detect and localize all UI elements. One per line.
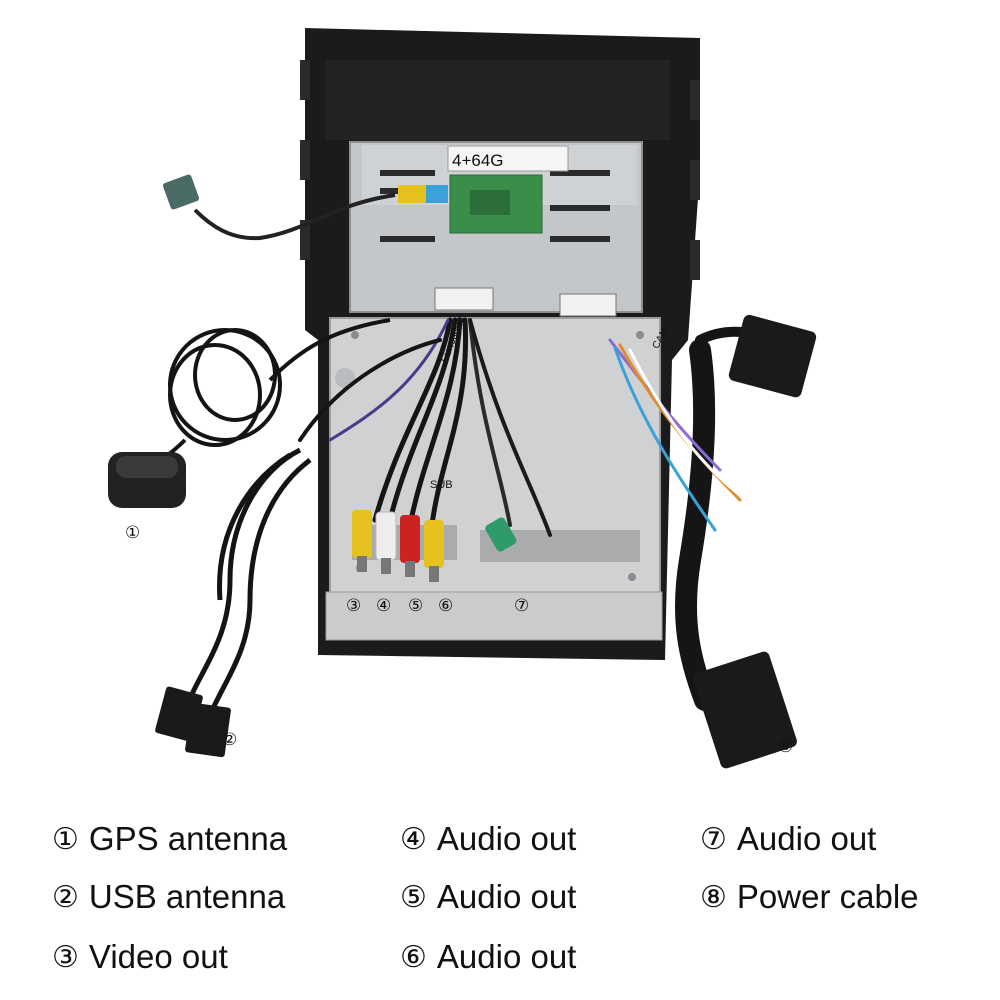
legend-label: Audio out <box>436 820 577 857</box>
legend-item-8: ⑧ Power cable <box>700 878 919 916</box>
legend: ① GPS antenna ② USB antenna ③ Video out … <box>0 800 1000 1000</box>
callout-6: ⑥ <box>438 596 453 616</box>
bottom-strip <box>325 591 663 641</box>
callout-4: ④ <box>376 596 391 616</box>
legend-number: ⑥ <box>400 939 427 975</box>
main-connector-right <box>559 293 617 317</box>
legend-item-4: ④ Audio out <box>400 820 576 858</box>
main-connector-left <box>434 287 494 311</box>
sticker <box>447 145 569 172</box>
product-photo: 4+64G Functional SUB <box>108 28 817 769</box>
legend-label: USB antenna <box>88 878 286 915</box>
fakra-connector-yellow <box>398 185 426 203</box>
legend-number: ① <box>52 821 79 857</box>
rca-plug-audio-green <box>485 517 517 552</box>
rca-plug-video <box>352 510 372 572</box>
usb-plug-right <box>185 702 231 758</box>
usb-cables <box>182 447 312 716</box>
callout-7: ⑦ <box>514 596 529 616</box>
fakra-connector-blue <box>426 185 448 203</box>
rca-plug-audio-yellow <box>424 520 444 582</box>
legend-item-1: ① GPS antenna <box>52 820 287 858</box>
legend-label: Audio out <box>436 938 577 975</box>
device-label: 4+64G <box>452 151 504 170</box>
legend-number: ⑧ <box>700 879 727 915</box>
callout-5: ⑤ <box>408 596 423 616</box>
frame-inner-shadow <box>325 60 670 140</box>
rca-plug-audio-white <box>375 511 397 574</box>
callout-1: ① <box>125 523 140 543</box>
legend-item-7: ⑦ Audio out <box>700 820 876 858</box>
legend-item-6: ⑥ Audio out <box>400 938 576 976</box>
legend-label: Audio out <box>736 820 877 857</box>
rca-plug-audio-red <box>400 515 420 577</box>
gps-antenna-top <box>116 456 178 478</box>
harness-label-sub: SUB <box>430 479 453 491</box>
callout-3: ③ <box>346 596 361 616</box>
legend-number: ⑤ <box>400 879 427 915</box>
plate-hole <box>335 368 355 388</box>
legend-number: ② <box>52 879 79 915</box>
legend-label: Audio out <box>436 878 577 915</box>
legend-number: ④ <box>400 821 427 857</box>
power-connector-top <box>728 314 817 398</box>
callout-8: ⑧ <box>778 737 793 757</box>
power-harness <box>608 326 765 711</box>
legend-label: Power cable <box>736 878 919 915</box>
wire-bundle <box>298 317 552 537</box>
pcb-chip <box>470 190 510 215</box>
legend-label: GPS antenna <box>88 820 288 857</box>
power-connector-bottom <box>693 651 797 769</box>
callout-2: ② <box>222 730 237 750</box>
legend-number: ⑦ <box>700 821 727 857</box>
fakra-plug <box>162 174 200 210</box>
legend-item-5: ⑤ Audio out <box>400 878 576 916</box>
frame-side-tabs <box>300 60 700 280</box>
legend-label: Video out <box>88 938 228 975</box>
fakra-cable <box>193 193 396 241</box>
legend-number: ③ <box>52 939 79 975</box>
legend-item-2: ② USB antenna <box>52 878 285 916</box>
legend-item-3: ③ Video out <box>52 938 228 976</box>
